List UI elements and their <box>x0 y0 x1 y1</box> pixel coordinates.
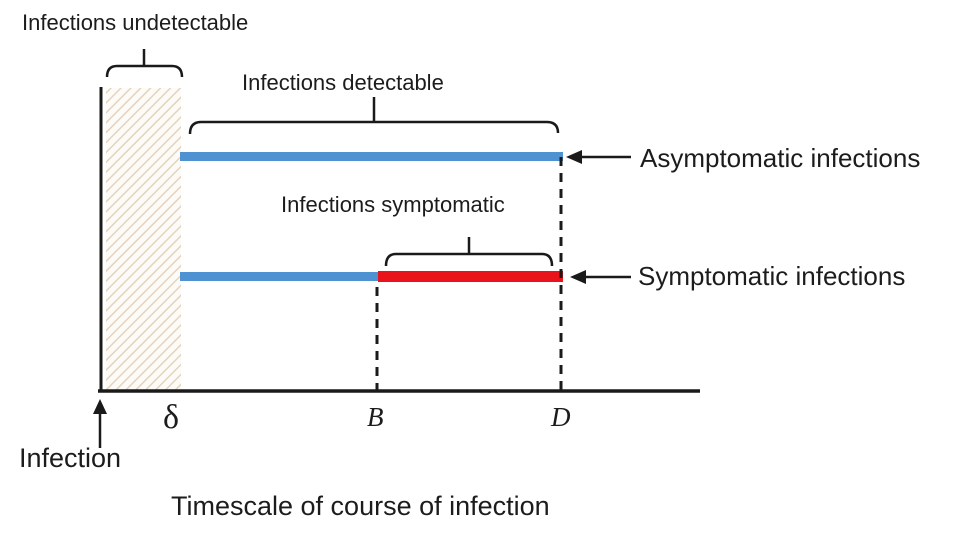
diagram-caption: Timescale of course of infection <box>171 491 550 521</box>
symptomatic-brace <box>384 237 554 267</box>
asymptomatic-infections-bar <box>180 152 563 161</box>
infection-origin-arrow-icon <box>93 399 107 448</box>
x-axis-tick-d: D <box>551 402 571 432</box>
infection-origin-label: Infection <box>19 443 122 473</box>
undetectable-period-region <box>106 88 181 391</box>
detectable-brace <box>188 97 560 135</box>
undetectable-label: Infections undetectable <box>22 10 249 35</box>
asymptomatic-infections-label: Asymptomatic infections <box>640 143 921 173</box>
asymptomatic-arrow-icon <box>566 150 631 164</box>
x-axis-tick-delta: δ <box>163 399 180 436</box>
symptomatic-arrow-icon <box>570 270 631 284</box>
symptomatic-span-label: Infections symptomatic <box>281 192 505 217</box>
x-axis-tick-b: B <box>367 402 384 432</box>
undetectable-brace <box>105 49 184 78</box>
symptomatic-bar-symptomatic-segment <box>378 271 563 282</box>
symptomatic-bar-presymptomatic-segment <box>180 272 378 281</box>
detectable-label: Infections detectable <box>242 70 444 95</box>
symptomatic-infections-label: Symptomatic infections <box>638 261 906 291</box>
